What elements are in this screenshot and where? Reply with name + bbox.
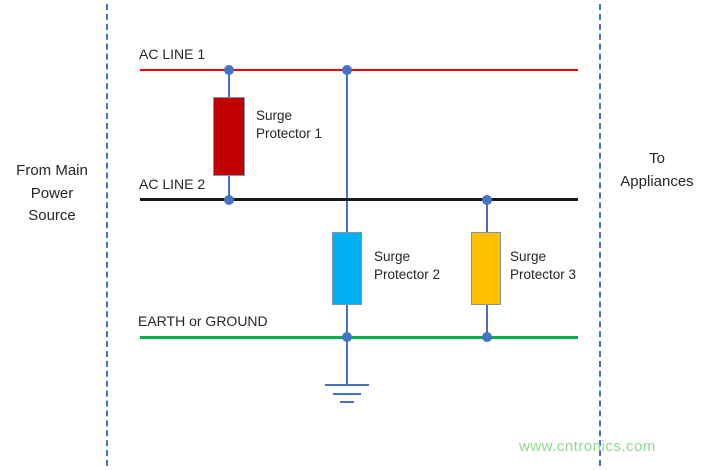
surge-protector-3-label: Surge Protector 3 (510, 248, 576, 284)
from-source-label-line: Source (28, 207, 76, 224)
junction-dot (224, 195, 234, 205)
from-source-label: From Main Power Source (3, 160, 101, 228)
to-appliances-label-line: To (649, 150, 665, 167)
surge-protector-1-label-line: Surge (256, 108, 293, 123)
ground-bar (340, 401, 354, 403)
surge-protector-3-label-line: Protector 3 (510, 267, 577, 283)
watermark-text: www.cntronics.com (519, 438, 656, 455)
surge-protector-2-label-line: Surge (374, 249, 411, 264)
ground-bar (325, 384, 369, 386)
surge-protector-1-label: Surge Protector 1 (256, 107, 322, 143)
surge-protector-2-label-line: Protector 2 (374, 267, 441, 283)
to-appliances-label: To Appliances (611, 148, 703, 193)
appliance-boundary-dashed-line (599, 4, 601, 466)
ground-bar (333, 393, 361, 395)
ac-line-1-wire (140, 69, 578, 71)
surge-protector-2-label: Surge Protector 2 (374, 248, 440, 284)
from-source-label-line: From Main (16, 162, 88, 179)
junction-dot (224, 65, 234, 75)
surge-protector-1-label-line: Protector 1 (256, 126, 323, 142)
source-boundary-dashed-line (106, 4, 108, 466)
junction-dot (342, 332, 352, 342)
junction-dot (482, 195, 492, 205)
junction-dot (342, 65, 352, 75)
surge-protector-3-label-line: Surge (510, 249, 547, 264)
surge-protector-3 (471, 232, 501, 305)
ac-line-1-label: AC LINE 1 (139, 46, 206, 62)
ac-line-2-wire (140, 198, 578, 201)
surge-protector-2 (332, 232, 362, 305)
earth-wire (140, 336, 578, 339)
to-appliances-label-line: Appliances (620, 172, 694, 190)
from-source-label-line: Power (30, 184, 74, 202)
surge-protector-1 (213, 97, 245, 176)
junction-dot (482, 332, 492, 342)
sp2-connector-wire (346, 70, 348, 385)
ac-line-2-label: AC LINE 2 (139, 176, 206, 192)
earth-ground-label: EARTH or GROUND (138, 313, 268, 329)
